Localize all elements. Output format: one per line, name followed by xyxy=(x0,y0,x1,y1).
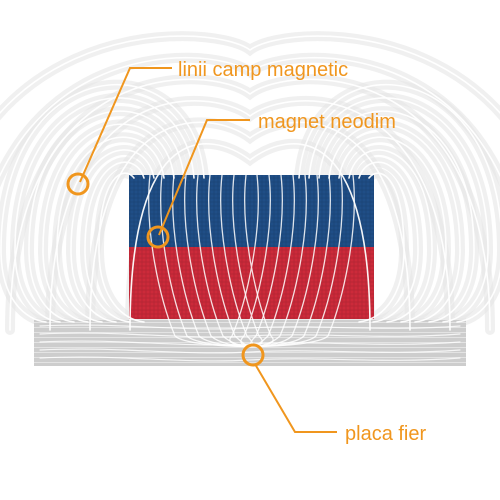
field-line xyxy=(298,84,500,323)
neodymium-magnet xyxy=(129,175,374,319)
field-line xyxy=(0,84,205,323)
field-line xyxy=(39,332,461,338)
field-line xyxy=(348,149,433,323)
field-line xyxy=(89,121,411,331)
field-line xyxy=(98,172,145,323)
field-lines-label: linii camp magnetic xyxy=(178,59,349,81)
field-lines-marker-icon xyxy=(66,172,90,196)
callout-magnet xyxy=(146,119,250,249)
field-line xyxy=(358,161,419,323)
field-line xyxy=(42,123,175,323)
iron-plate-label: placa fier xyxy=(345,423,427,445)
field-line xyxy=(129,143,371,331)
field-line xyxy=(84,161,145,323)
magnet-marker-icon xyxy=(146,225,170,249)
callout-iron-plate xyxy=(241,343,337,433)
callout-field-lines xyxy=(66,67,172,196)
callouts xyxy=(66,67,337,433)
field-line xyxy=(0,35,500,115)
field-line xyxy=(358,172,405,323)
field-line xyxy=(56,136,165,323)
field-line xyxy=(308,97,489,323)
field-line xyxy=(338,136,447,323)
field-line xyxy=(39,348,461,354)
field-line xyxy=(14,97,195,323)
plate-marker-icon xyxy=(241,343,265,367)
field-line xyxy=(318,110,475,323)
field-line xyxy=(39,356,461,362)
field-line xyxy=(70,149,155,323)
magnet-label: magnet neodim xyxy=(258,111,396,133)
field-line xyxy=(39,324,461,330)
field-line xyxy=(0,57,500,178)
field-line xyxy=(28,110,185,323)
field-line xyxy=(328,123,461,323)
